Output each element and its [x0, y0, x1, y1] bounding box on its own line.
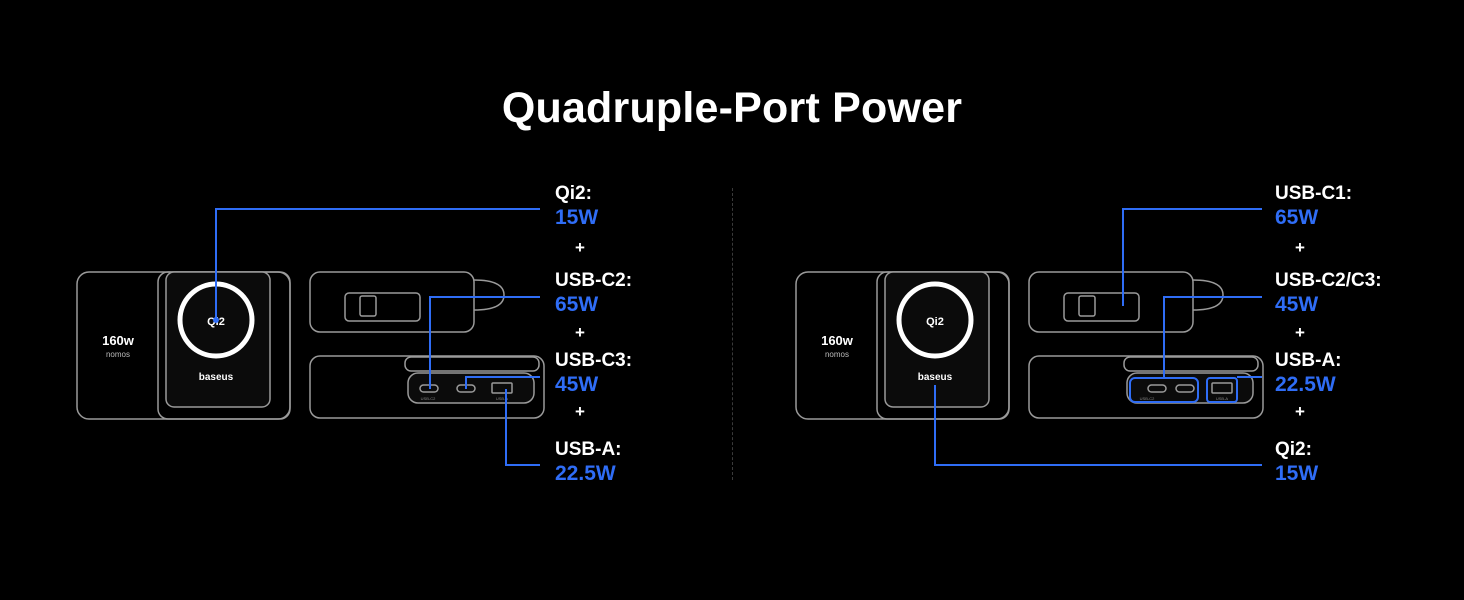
label-usb-a: USB-A: 22.5W	[555, 439, 622, 485]
series-label: nomos	[825, 350, 849, 359]
series-label: nomos	[106, 350, 130, 359]
plus-sign: +	[575, 402, 585, 421]
charger-top-view	[309, 271, 475, 333]
label-usb-c2: USB-C2: 65W	[555, 270, 633, 316]
callout-lines	[213, 208, 540, 466]
callout-lines	[934, 208, 1262, 466]
port-label-usbc2: USB-C2	[1140, 396, 1155, 401]
brand-label: baseus	[199, 372, 234, 383]
plus-sign: +	[1295, 323, 1305, 342]
page-title: Quadruple-Port Power	[501, 84, 963, 132]
port-label-usba: USB-A	[496, 396, 509, 401]
label-usb-c3: USB-C3: 45W	[555, 350, 633, 396]
label-usb-a: USB-A: 22.5W	[1275, 350, 1342, 396]
qi-badge: Qi2	[926, 316, 944, 328]
panel-divider	[732, 188, 733, 480]
label-usb-c2-c3: USB-C2/C3: 45W	[1275, 270, 1382, 316]
plus-sign: +	[1295, 238, 1305, 257]
plus-sign: +	[575, 238, 585, 257]
label-qi2: Qi2: 15W	[1275, 439, 1319, 485]
qi-charging-ring	[896, 281, 974, 359]
port-label-usbc2: USB-C2	[421, 396, 436, 401]
plus-sign: +	[1295, 402, 1305, 421]
port-label-usba: USB-A	[1216, 396, 1229, 401]
label-qi2: Qi2: 15W	[555, 183, 599, 229]
capacity-label: 160w	[821, 333, 854, 348]
plus-sign: +	[575, 323, 585, 342]
brand-label: baseus	[918, 372, 953, 383]
label-usb-c1: USB-C1: 65W	[1275, 183, 1353, 229]
charger-port-view	[309, 355, 545, 419]
capacity-label: 160w	[102, 333, 135, 348]
